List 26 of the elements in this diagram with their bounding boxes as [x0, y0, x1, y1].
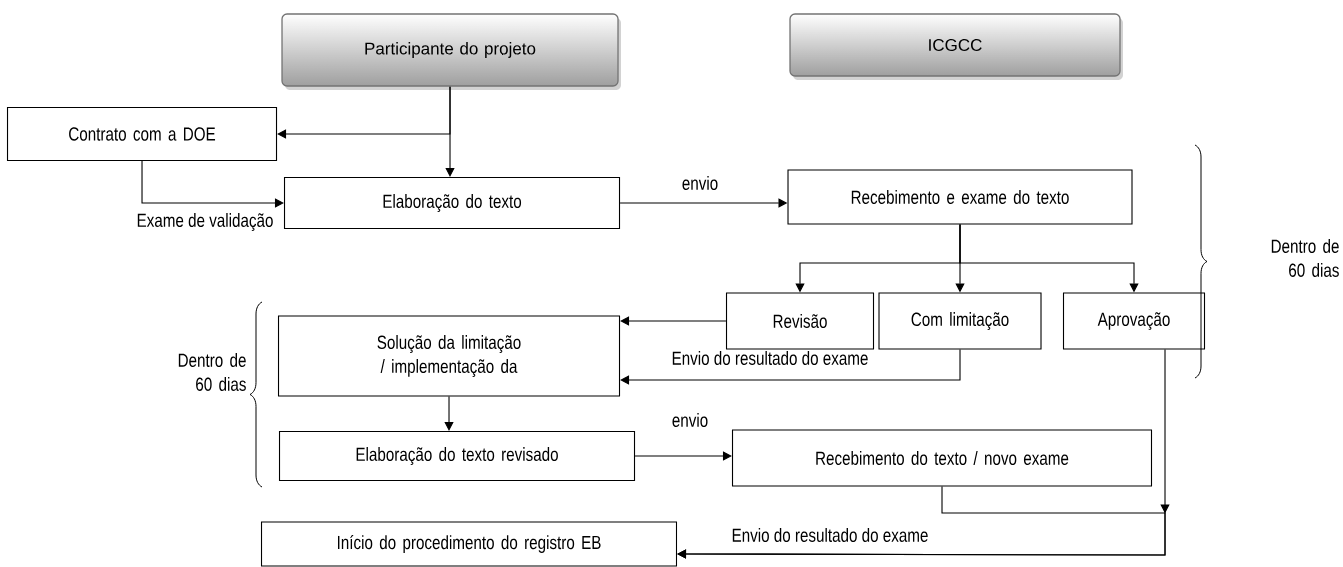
edge-label: Exame de validação	[135, 212, 275, 232]
arrow	[634, 451, 732, 461]
process-box: Revisão	[725, 292, 875, 350]
arrow	[445, 86, 455, 177]
process-box: Aprovação	[1062, 292, 1206, 350]
process-box: Recebimento e exame do texto	[787, 169, 1133, 225]
duration-label: Dentro de 60 dias	[1271, 239, 1339, 277]
edge-label: Envio do resultado do exame	[670, 350, 870, 366]
arrow	[141, 160, 284, 208]
process-box: Início do procedimento do registro EB	[260, 521, 678, 567]
duration-label: Dentro de 60 dias	[178, 353, 246, 391]
arrow	[677, 349, 1166, 559]
edge-label: envio	[680, 175, 720, 191]
arrow	[620, 316, 727, 326]
arrow	[444, 396, 454, 431]
process-box: Recebimento do texto / novo exame	[731, 429, 1153, 487]
header-box: Participante do projeto	[281, 13, 621, 90]
process-box: Elaboração do texto	[283, 176, 621, 230]
process-box: Solução da limitação / implementação da	[277, 315, 621, 397]
edge-label: Envio do resultado do exame	[730, 527, 930, 543]
process-box: Elaboração do texto revisado	[278, 430, 636, 482]
arrow	[620, 349, 961, 385]
process-box: Com limitação	[878, 292, 1042, 350]
edge-label: envio	[670, 412, 710, 428]
header-box: ICGCC	[789, 13, 1123, 80]
process-box: Contrato com a DOE	[6, 106, 278, 162]
